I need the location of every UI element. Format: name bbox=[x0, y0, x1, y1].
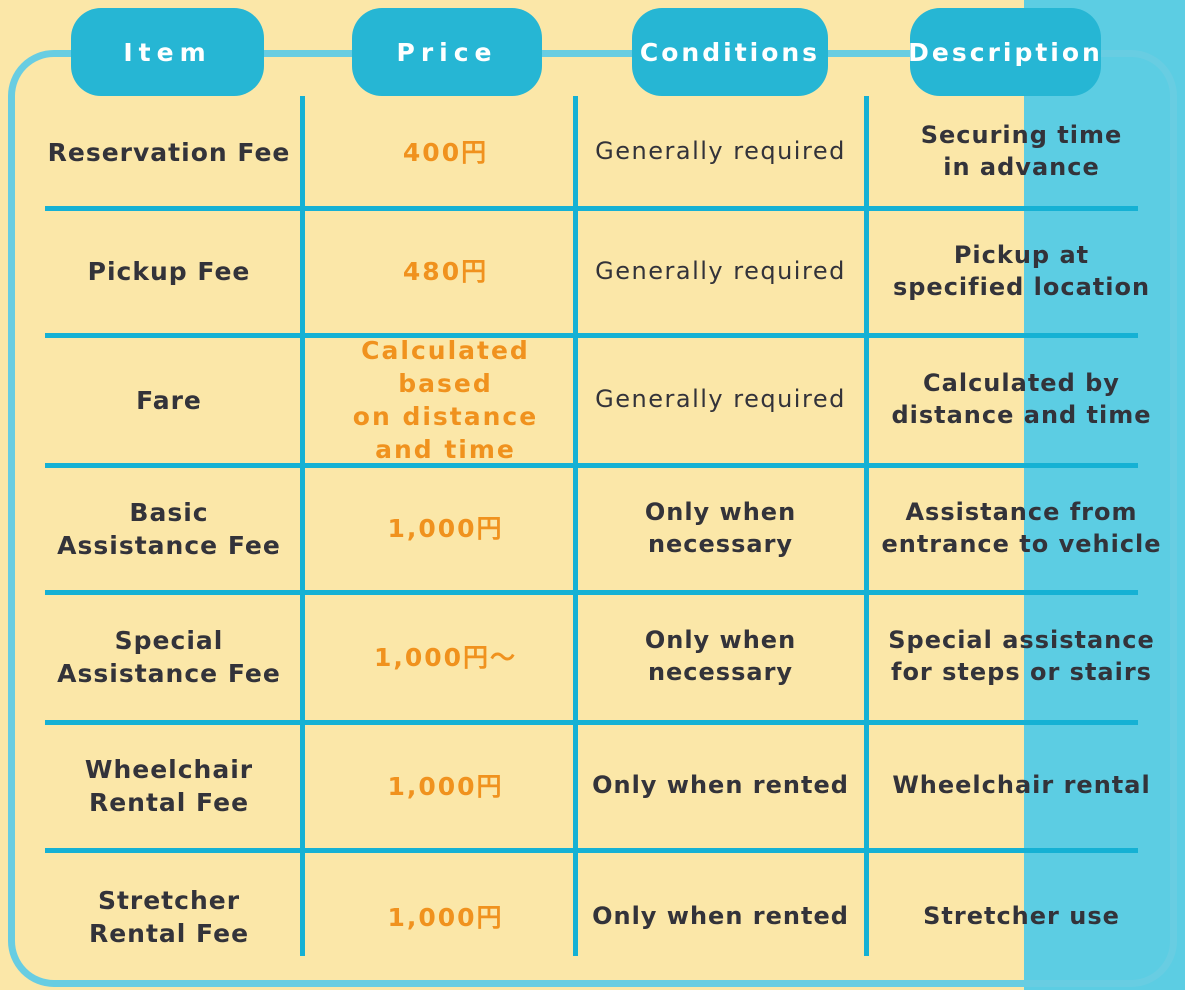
cell-row4-description: Assistance from entrance to vehicle bbox=[881, 497, 1162, 558]
cell-row4-item: Basic Assistance Fee bbox=[57, 497, 281, 560]
cell-row1-conditions: Generally required bbox=[595, 137, 846, 166]
column-divider bbox=[300, 96, 305, 956]
row-divider bbox=[45, 333, 1138, 338]
row-divider bbox=[45, 206, 1138, 211]
cell-row5-item: Special Assistance Fee bbox=[57, 626, 281, 688]
cell-row3-conditions: Generally required bbox=[595, 385, 846, 414]
cell-row5-conditions: Only when necessary bbox=[644, 626, 797, 686]
cell-row2-price: 480円 bbox=[402, 257, 489, 286]
row-divider bbox=[45, 720, 1138, 725]
cell-row7-description: Stretcher use bbox=[923, 902, 1120, 931]
header-label-item: Item bbox=[123, 37, 212, 67]
cell-row6-conditions: Only when rented bbox=[592, 771, 849, 800]
fee-table: Reservation Fee 400円 Generally required … bbox=[8, 96, 1177, 984]
cell-row7-price: 1,000円 bbox=[387, 902, 504, 932]
cell-row3-price: Calculated based on distance and time bbox=[352, 336, 539, 464]
cell-row5-description: Special assistance for steps or stairs bbox=[888, 626, 1155, 686]
cell-row7-conditions: Only when rented bbox=[592, 902, 849, 931]
cell-row2-conditions: Generally required bbox=[595, 256, 846, 285]
cell-row6-item: Wheelchair Rental Fee bbox=[84, 755, 254, 817]
header-label-conditions: Conditions bbox=[639, 37, 821, 67]
cell-row6-description: Wheelchair rental bbox=[892, 771, 1151, 800]
cell-row2-description: Pickup at specified location bbox=[892, 240, 1151, 301]
cell-row3-description: Calculated by distance and time bbox=[891, 369, 1152, 429]
cell-row2-item: Pickup Fee bbox=[87, 257, 251, 286]
row-divider bbox=[45, 463, 1138, 468]
header-pill-conditions: Conditions bbox=[632, 8, 828, 96]
column-divider bbox=[573, 96, 578, 956]
header-label-description: Description bbox=[908, 37, 1103, 67]
header-pill-description: Description bbox=[908, 8, 1103, 96]
row-divider bbox=[45, 848, 1138, 853]
header-pill-price: Price bbox=[352, 8, 542, 96]
cell-row4-price: 1,000円 bbox=[387, 514, 504, 543]
header-pill-item: Item bbox=[71, 8, 264, 96]
right-accent-band bbox=[1024, 0, 1185, 990]
cell-row5-price: 1,000円～ bbox=[373, 642, 518, 672]
cell-row1-item: Reservation Fee bbox=[47, 137, 291, 167]
header-label-price: Price bbox=[396, 37, 498, 67]
cell-row3-item: Fare bbox=[136, 385, 202, 415]
cell-row4-conditions: Only when necessary bbox=[644, 497, 797, 558]
cell-row6-price: 1,000円 bbox=[387, 771, 504, 801]
column-divider bbox=[864, 96, 869, 956]
cell-row1-description: Securing time in advance bbox=[920, 121, 1123, 181]
cell-row1-price: 400円 bbox=[402, 137, 489, 167]
cell-row7-item: Stretcher Rental Fee bbox=[88, 886, 250, 948]
row-divider bbox=[45, 590, 1138, 595]
